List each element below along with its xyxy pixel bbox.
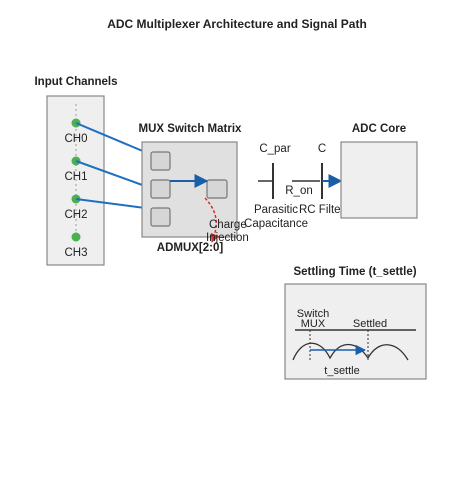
ron-label: R_on — [285, 185, 313, 197]
mux-switch-2 — [150, 207, 171, 227]
capacitance-label: Capacitance — [244, 218, 308, 230]
c-label: C — [318, 143, 326, 155]
cpar-label: C_par — [259, 143, 290, 155]
ch1-wire — [75, 160, 146, 187]
ch2-wire — [75, 198, 146, 209]
mux-heading: MUX Switch Matrix — [139, 123, 242, 135]
injection-label: Injection — [206, 232, 249, 244]
adc-core-block — [340, 141, 418, 219]
mux-switch-1 — [150, 179, 171, 199]
input-channels-heading: Input Channels — [34, 76, 117, 88]
diagram-title: ADC Multiplexer Architecture and Signal … — [107, 17, 367, 31]
settled-label: Settled — [353, 318, 387, 330]
rc-filter-label: RC Filter — [299, 204, 345, 216]
charge-label: Charge — [209, 219, 247, 231]
ch0-wire — [75, 122, 146, 153]
mux-label: MUX — [301, 318, 326, 330]
adc-core-heading: ADC Core — [352, 123, 406, 135]
ch3-dot — [71, 232, 81, 242]
ch1-label: CH1 — [64, 171, 87, 183]
settling-panel — [284, 283, 427, 380]
settling-waveform — [292, 342, 409, 361]
parasitic-label: Parasitic — [254, 204, 298, 216]
mux-output-switch — [206, 179, 228, 199]
mux-switch-0 — [150, 151, 171, 171]
charge-injection-arrow — [204, 197, 220, 243]
ch0-label: CH0 — [64, 133, 87, 145]
admux-register-label: ADMUX[2:0] — [157, 242, 224, 254]
ch2-label: CH2 — [64, 209, 87, 221]
settling-heading: Settling Time (t_settle) — [293, 266, 416, 278]
switch-label: Switch — [297, 308, 329, 320]
t-settle-label: t_settle — [324, 365, 359, 377]
ch3-label: CH3 — [64, 247, 87, 259]
